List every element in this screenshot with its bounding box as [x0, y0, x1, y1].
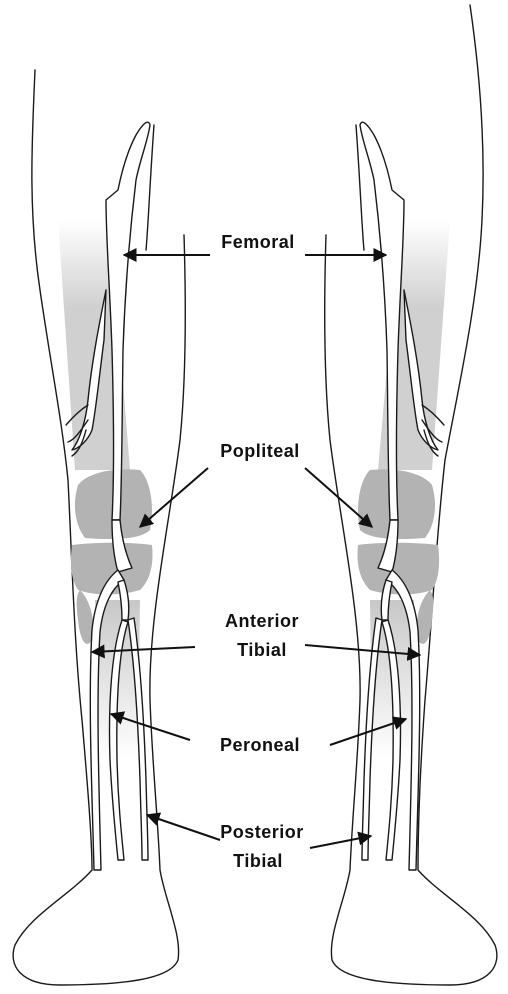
label-anterior-tibial: Tibial — [237, 640, 287, 660]
left-leg — [13, 70, 185, 985]
left-leg-outline-inner — [146, 125, 154, 250]
label-popliteal: Popliteal — [220, 441, 300, 461]
label-posterior: Posterior — [220, 822, 304, 842]
label-femoral: Femoral — [221, 232, 295, 252]
right-fibula — [417, 590, 434, 644]
label-anterior: Anterior — [225, 611, 299, 631]
label-peroneal: Peroneal — [220, 735, 300, 755]
left-fibula — [77, 590, 94, 644]
right-leg-outline-inner — [356, 125, 364, 250]
right-leg — [325, 5, 497, 985]
label-posterior-tibial: Tibial — [233, 851, 283, 871]
